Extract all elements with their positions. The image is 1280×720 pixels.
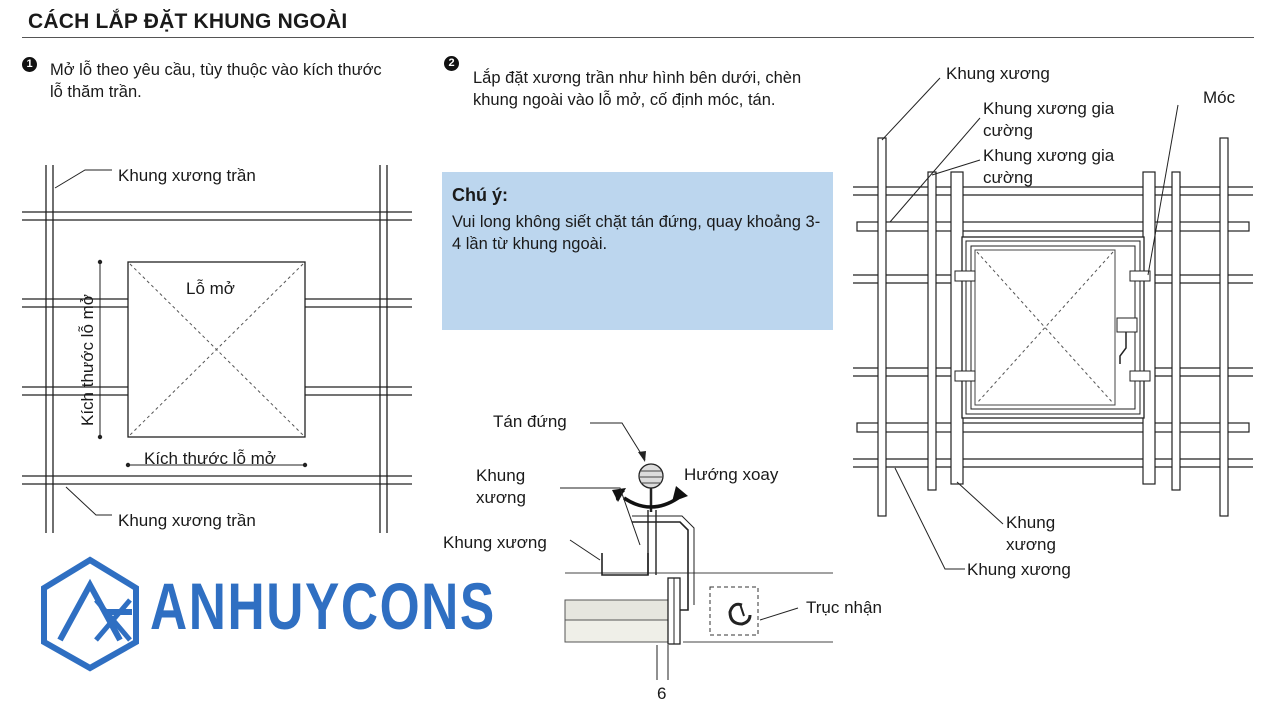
left-label-top-frame: Khung xương trần	[118, 166, 256, 185]
title-divider	[22, 37, 1254, 38]
right-label-frame-top: Khung xương	[946, 64, 1050, 83]
right-label-reinforce-2: Khung xương gia cường	[983, 146, 1115, 187]
logo-wordmark: ANHUYCONS	[150, 569, 496, 643]
step-1-number: 1	[22, 57, 37, 72]
right-label-frame-bottom-1: Khung xương	[1006, 513, 1056, 554]
step-2-text: Lắp đặt xương trần như hình bên dưới, ch…	[473, 69, 802, 109]
left-label-opening: Lỗ mở	[186, 279, 235, 298]
left-label-horizontal-size: Kích thước lỗ mở	[144, 449, 276, 468]
left-ceiling-grid	[22, 165, 412, 533]
left-label-vertical-size: Kích thước lỗ mở	[78, 294, 97, 426]
step-2-number: 2	[444, 56, 459, 71]
note-box	[442, 172, 833, 330]
page-title: CÁCH LẮP ĐẶT KHUNG NGOÀI	[28, 10, 348, 33]
right-label-hook: Móc	[1203, 88, 1236, 107]
right-label-reinforce-1: Khung xương gia cường	[983, 99, 1115, 140]
right-label-frame-bottom-2: Khung xương	[967, 560, 1071, 579]
anhuycons-logo-icon	[41, 556, 139, 672]
middle-label-frame-1: Khung xương	[476, 466, 526, 507]
left-label-bottom-frame: Khung xương trần	[118, 511, 256, 530]
middle-label-frame-2: Khung xương	[443, 533, 547, 552]
step-1-text: Mở lỗ theo yêu cầu, tùy thuộc vào kích t…	[50, 61, 382, 101]
note-body: Vui long không siết chặt tán đứng, quay …	[452, 213, 821, 253]
middle-label-receiver: Trục nhận	[806, 598, 882, 617]
middle-dimension-value: 6	[657, 684, 667, 703]
note-title: Chú ý:	[452, 185, 508, 205]
middle-label-rotation: Hướng xoay	[684, 465, 779, 484]
middle-label-nut: Tán đứng	[493, 412, 567, 431]
